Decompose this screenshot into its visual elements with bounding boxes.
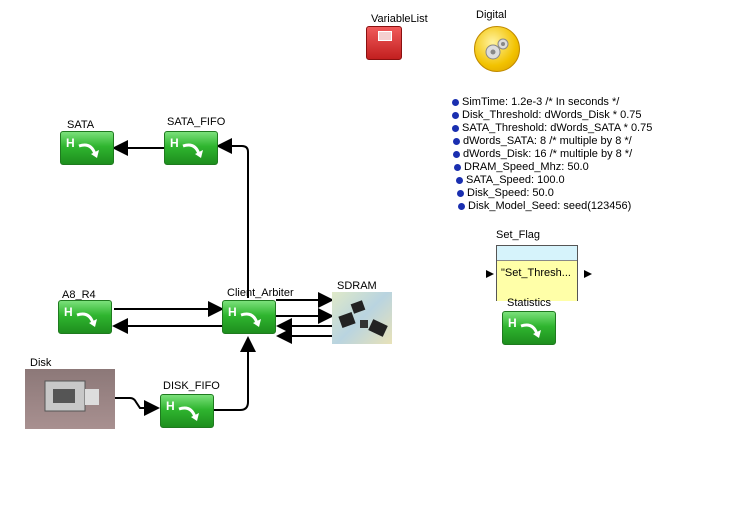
statistics-block[interactable]: H — [502, 311, 556, 345]
variable-dot-icon — [457, 189, 464, 197]
curved-arrow-icon — [240, 312, 261, 327]
variable-item[interactable]: DRAM_Speed_Mhz: 50.0 — [454, 161, 654, 174]
variable-dot-icon — [453, 137, 460, 145]
variable-dot-icon — [458, 202, 465, 210]
curved-arrow-icon — [182, 143, 203, 158]
h-icon: H — [66, 136, 75, 150]
curved-arrow-icon — [178, 406, 199, 421]
curved-arrow-icon — [78, 143, 99, 158]
variable-list-label: VariableList — [371, 13, 428, 25]
variable-list-block[interactable] — [366, 26, 402, 60]
variable-dot-icon — [456, 176, 463, 184]
variable-item[interactable]: Disk_Speed: 50.0 — [457, 187, 657, 200]
memory-chips-icon — [338, 300, 388, 337]
a8-r4-block[interactable]: H — [58, 300, 112, 334]
wire-diskfifo-to-arbiter — [214, 336, 256, 411]
variable-dot-icon — [453, 150, 460, 158]
h-icon: H — [64, 305, 73, 319]
disk-label: Disk — [30, 357, 52, 369]
variable-dot-icon — [452, 111, 459, 119]
setflag-output-arrow — [584, 270, 592, 278]
curved-arrow-icon — [76, 312, 97, 327]
client-arbiter-label: Client_Arbiter — [227, 287, 294, 299]
variable-item[interactable]: SimTime: 1.2e-3 /* In seconds */ — [452, 96, 652, 109]
curved-arrow-icon — [520, 323, 541, 338]
set-flag-content: "Set_Thresh... — [497, 261, 577, 301]
client-arbiter-block[interactable]: H — [222, 300, 276, 334]
variable-item[interactable]: Disk_Model_Seed: seed(123456) — [458, 200, 658, 213]
disk-fifo-label: DISK_FIFO — [163, 380, 220, 392]
setflag-input-arrow — [486, 270, 494, 278]
variable-item[interactable]: SATA_Threshold: dWords_SATA * 0.75 — [452, 122, 652, 135]
h-icon: H — [166, 399, 175, 413]
set-flag-block[interactable]: "Set_Thresh... — [496, 245, 578, 301]
disk-block[interactable] — [25, 369, 115, 429]
h-icon: H — [170, 136, 179, 150]
disk-drive-icon — [44, 380, 99, 412]
sdram-block[interactable] — [332, 292, 392, 344]
sdram-label: SDRAM — [337, 280, 377, 292]
set-flag-header — [497, 246, 577, 261]
statistics-label: Statistics — [507, 297, 552, 309]
variable-item[interactable]: dWords_SATA: 8 /* multiple by 8 */ — [453, 135, 653, 148]
list-icon — [378, 31, 392, 41]
sata-label: SATA — [67, 119, 95, 131]
variable-dot-icon — [454, 163, 461, 171]
gears-icon — [485, 38, 509, 60]
h-icon: H — [508, 316, 517, 330]
wire-disk-to-diskfifo — [114, 397, 160, 416]
variable-item[interactable]: SATA_Speed: 100.0 — [456, 174, 656, 187]
sata-block[interactable]: H — [60, 131, 114, 165]
sata-fifo-label: SATA_FIFO — [167, 116, 226, 128]
set-flag-label: Set_Flag — [496, 229, 541, 241]
variables-list: SimTime: 1.2e-3 /* In seconds */ Disk_Th… — [452, 96, 652, 213]
variable-dot-icon — [452, 124, 459, 132]
variable-item[interactable]: dWords_Disk: 16 /* multiple by 8 */ — [453, 148, 653, 161]
wire-arbiter-to-satafifo — [216, 138, 249, 298]
digital-label: Digital — [476, 9, 507, 21]
disk-fifo-block[interactable]: H — [160, 394, 214, 428]
digital-block[interactable] — [474, 26, 520, 72]
h-icon: H — [228, 305, 237, 319]
a8-r4-label: A8_R4 — [62, 289, 96, 301]
variable-item[interactable]: Disk_Threshold: dWords_Disk * 0.75 — [452, 109, 652, 122]
sata-fifo-block[interactable]: H — [164, 131, 218, 165]
variable-dot-icon — [452, 98, 459, 106]
